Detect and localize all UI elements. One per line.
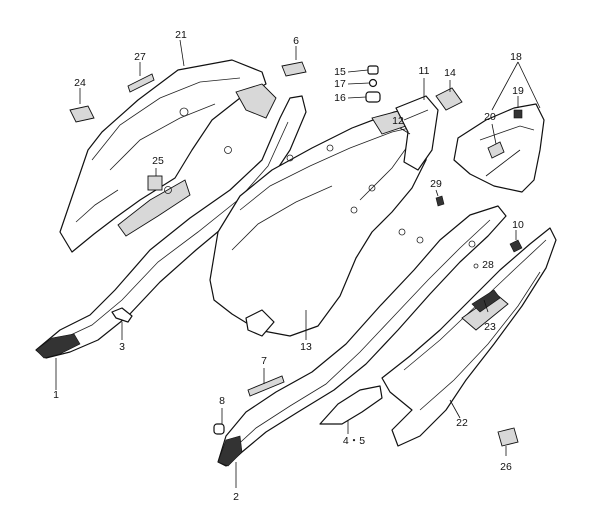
part-28-mark [473, 263, 479, 269]
callout-10: 10 [512, 219, 524, 231]
callout-20: 20 [484, 111, 496, 123]
callout-27: 27 [134, 51, 146, 63]
leader-lines [55, 39, 541, 488]
part-14-pad [435, 87, 463, 111]
part-6-pad [281, 61, 307, 77]
part-8-grommet [213, 423, 225, 435]
callout-23: 23 [484, 321, 496, 333]
part-3-bolt [111, 307, 133, 323]
callout-3: 3 [119, 341, 125, 353]
callout-12: 12 [392, 115, 404, 127]
callout-6: 6 [293, 35, 299, 47]
callout-18: 18 [510, 51, 522, 63]
part-29-screw [435, 195, 445, 207]
part-19-nut [513, 109, 523, 119]
callout-13: 13 [300, 341, 312, 353]
part-22-right-side-cover [381, 227, 557, 447]
callout-21: 21 [175, 29, 187, 41]
part-26-pad [497, 427, 519, 447]
callout-1: 1 [53, 389, 59, 401]
part-2-right-frame-cover [217, 205, 507, 467]
callout-24: 24 [74, 77, 86, 89]
callout-labels: 21 27 24 6 15 17 16 11 14 12 18 19 20 25… [53, 29, 524, 503]
callout-25: 25 [152, 155, 164, 167]
part-21-left-side-cover [59, 59, 267, 253]
callout-22: 22 [456, 417, 468, 429]
callout-28: 28 [482, 259, 494, 271]
part-4-5-lower-trim [319, 385, 383, 425]
part-15-17-16-fastener-stack [365, 65, 381, 103]
callout-8: 8 [219, 395, 225, 407]
callout-19: 19 [512, 85, 524, 97]
part-1-left-frame-cover [35, 83, 307, 359]
callout-2: 2 [233, 491, 239, 503]
part-20-bracket [453, 103, 545, 193]
part-11-tail-piece [395, 95, 439, 171]
callout-11: 11 [419, 65, 430, 77]
callout-15: 15 [334, 66, 346, 78]
callout-29: 29 [430, 178, 442, 190]
callout-26: 26 [500, 461, 512, 473]
part-10-bolt [509, 239, 523, 253]
part-7-strip [247, 375, 285, 397]
callout-14: 14 [444, 67, 456, 79]
part-25-clip [147, 175, 163, 191]
callout-17: 17 [334, 78, 346, 90]
callout-16: 16 [334, 92, 346, 104]
part-27-strip [127, 73, 155, 93]
callout-7: 7 [261, 355, 267, 367]
callout-4-5: 4・5 [343, 435, 365, 447]
part-24-label-pad [69, 105, 95, 123]
